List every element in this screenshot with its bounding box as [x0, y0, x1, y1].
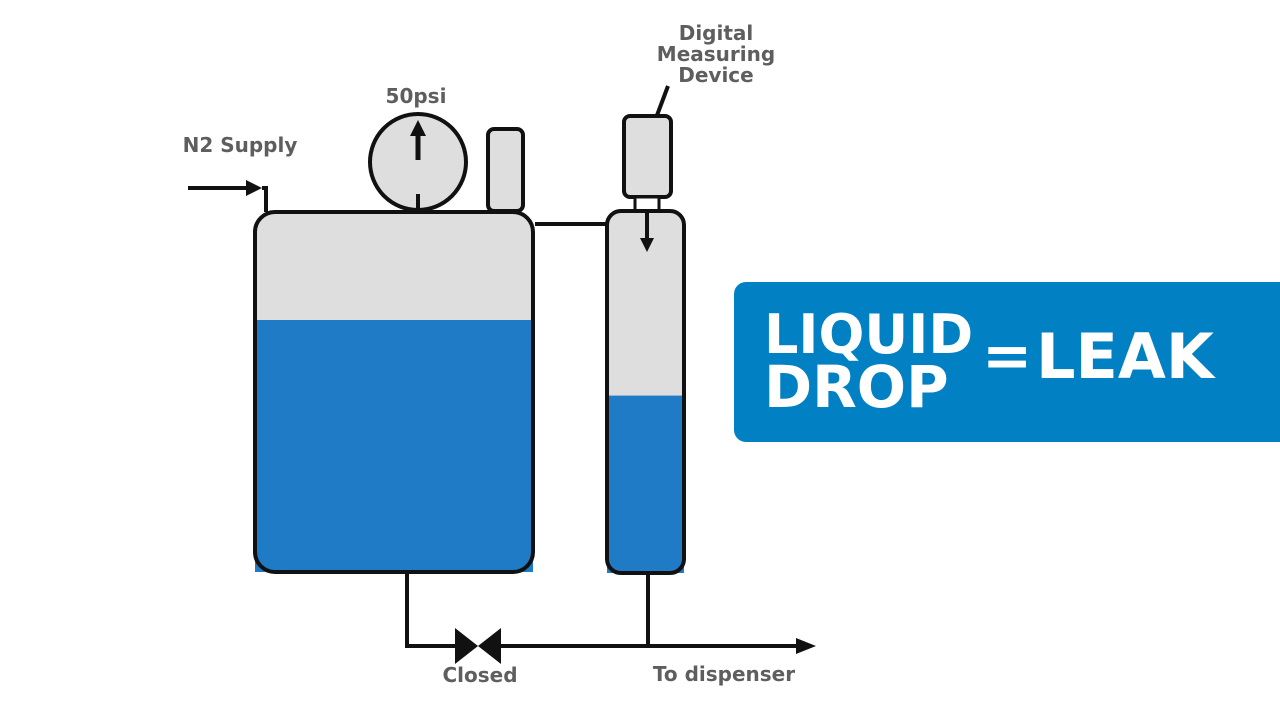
probe-arrow-icon	[640, 238, 654, 252]
valve-state-label: Closed	[442, 663, 517, 687]
device-coupling	[633, 195, 661, 213]
dispenser-arrow-icon	[796, 638, 816, 654]
bowtie-valve-icon-left	[455, 628, 478, 664]
main-tank-outline	[253, 210, 535, 574]
device-label-line1: Digital	[679, 21, 754, 45]
bowtie-valve-icon-right	[478, 628, 501, 664]
banner-equals-sign: =	[982, 321, 1033, 391]
device-label-line3: Device	[678, 63, 753, 87]
tank-outlet-pipe	[405, 574, 457, 648]
outlet-label: To dispenser	[653, 662, 795, 686]
device-label-line2: Measuring	[657, 42, 775, 66]
relief-valve-box	[486, 127, 525, 213]
banner-word-drop: DROP	[764, 353, 949, 421]
sight-tube-liquid	[607, 395, 684, 573]
n2-inlet-pipe	[262, 186, 268, 212]
pressure-label: 50psi	[386, 84, 447, 108]
gauge-needle-arrow-icon	[410, 120, 426, 136]
leak-equation-banner: LIQUID DROP = LEAK	[734, 282, 1280, 442]
n2-supply-label: N2 Supply	[183, 133, 298, 157]
device-pointer-shaft	[654, 85, 670, 119]
digital-measuring-device	[622, 114, 673, 199]
banner-word-liquid: LIQUID	[764, 303, 974, 366]
banner-word-leak: LEAK	[1036, 320, 1214, 393]
n2-supply-arrow-icon	[246, 180, 262, 196]
main-tank-liquid	[255, 320, 533, 572]
